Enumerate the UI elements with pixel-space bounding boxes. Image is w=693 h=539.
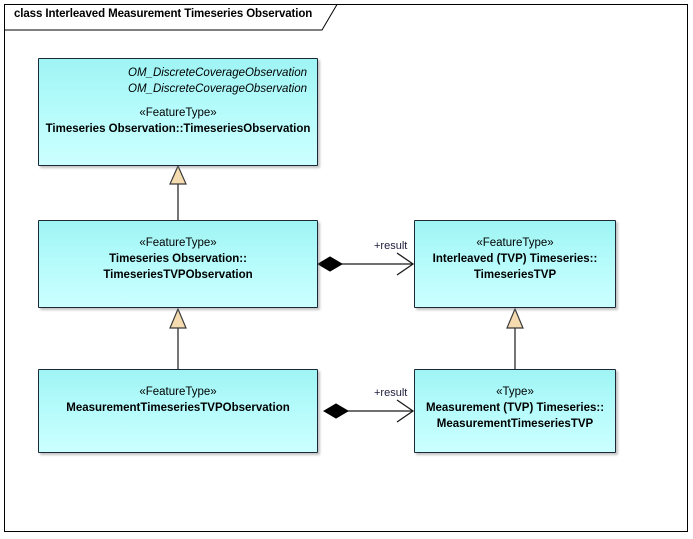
stereotype-label: «FeatureType»: [139, 237, 217, 249]
class-box-content: «FeatureType» Timeseries Observation:: T…: [39, 227, 317, 283]
spacer: [415, 227, 615, 235]
spacer: [39, 97, 317, 105]
class-box-content: «FeatureType» MeasurementTimeseriesTVPOb…: [39, 376, 317, 416]
class-box-content: «FeatureType» Interleaved (TVP) Timeseri…: [415, 227, 615, 283]
class-box-content: OM_DiscreteCoverageObservation OM_Discre…: [39, 65, 317, 137]
connector-label-result-top: +result: [374, 240, 408, 252]
class-box-measurement-timeseries-tvp[interactable]: «Type» Measurement (TVP) Timeseries:: Me…: [414, 369, 616, 453]
stereotype-label: «FeatureType»: [139, 386, 217, 398]
title-tab-shape: [4, 4, 338, 31]
stereotype-label: «Type»: [496, 386, 534, 398]
class-name-line-2: MeasurementTimeseriesTVP: [436, 418, 594, 430]
spacer: [415, 376, 615, 384]
class-name-line-1: Interleaved (TVP) Timeseries::: [432, 253, 598, 265]
class-name-line-2: TimeseriesTVP: [473, 269, 557, 281]
class-name: Timeseries Observation::TimeseriesObserv…: [45, 123, 311, 135]
stereotype-label: «FeatureType»: [139, 107, 217, 119]
stereotype-label: «FeatureType»: [476, 237, 554, 249]
class-box-interleaved-timeseries-tvp[interactable]: «FeatureType» Interleaved (TVP) Timeseri…: [414, 220, 616, 308]
class-name-line-1: Timeseries Observation::: [109, 253, 247, 265]
connector-label-result-bottom: +result: [374, 387, 408, 399]
supertype-ref-1: OM_DiscreteCoverageObservation: [128, 67, 307, 79]
class-name-line-1: Measurement (TVP) Timeseries::: [425, 402, 605, 414]
class-name: MeasurementTimeseriesTVPObservation: [66, 402, 290, 414]
diagram-title-tab: class Interleaved Measurement Timeseries…: [4, 4, 340, 31]
spacer: [39, 376, 317, 384]
class-box-content: «Type» Measurement (TVP) Timeseries:: Me…: [415, 376, 615, 432]
spacer: [39, 227, 317, 235]
class-box-measurement-timeseries-tvp-observation[interactable]: «FeatureType» MeasurementTimeseriesTVPOb…: [38, 369, 318, 453]
class-box-timeseries-tvp-observation[interactable]: «FeatureType» Timeseries Observation:: T…: [38, 220, 318, 308]
class-box-timeseries-observation[interactable]: OM_DiscreteCoverageObservation OM_Discre…: [38, 58, 318, 166]
diagram-title: class Interleaved Measurement Timeseries…: [14, 8, 313, 20]
class-name-line-2: TimeseriesTVPObservation: [103, 269, 253, 281]
supertype-ref-2: OM_DiscreteCoverageObservation: [128, 83, 307, 95]
